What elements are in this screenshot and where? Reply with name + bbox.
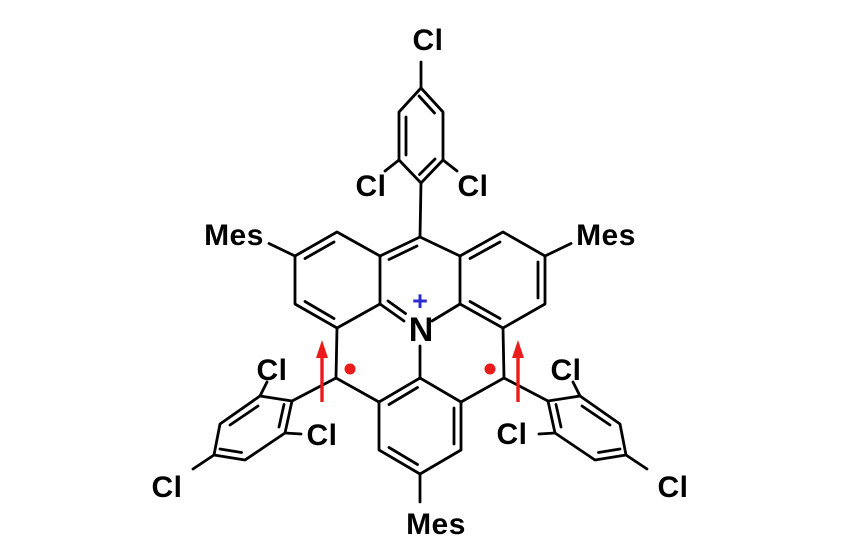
n-c-right-bond [430, 302, 462, 323]
bond-ring-to-radical [334, 326, 339, 380]
ring-outline [377, 376, 463, 476]
double-bond-inner [387, 244, 419, 261]
left-radical-carbon-bonds [290, 326, 381, 404]
core-central-ring [378, 235, 462, 323]
bond-to-core-c9 [418, 181, 423, 239]
bond-to-para-cl [191, 453, 216, 471]
double-bond-inner [387, 446, 419, 466]
cl-label-bl-ortho-top: Cl [257, 354, 288, 387]
cl-label-bl-ortho-inner: Cl [307, 419, 338, 452]
core-right-ring [458, 230, 573, 330]
bond-to-ortho-cl-left [383, 158, 401, 173]
double-bond-inner [468, 240, 502, 260]
bond-radical-to-aryl [502, 376, 550, 403]
radical-dot-left-icon [344, 363, 356, 375]
mes-label-bottom: Mes [406, 508, 466, 536]
bond-to-mes-right [543, 242, 573, 258]
bond-to-para-cl [624, 453, 649, 471]
cl-label-top-ortho-left: Cl [356, 170, 387, 203]
double-bond-inner [554, 403, 563, 429]
c-n-double-bond [378, 302, 406, 323]
bond-radical-to-aryl [290, 376, 338, 403]
double-bond-inner [580, 404, 612, 427]
double-bond-inner [303, 240, 336, 260]
bond-to-mes-left [267, 242, 297, 258]
ring-outline [458, 230, 547, 330]
core-left-ring [267, 230, 382, 330]
bond-to-ortho-cl-inner [283, 431, 303, 436]
double-bond-inner [417, 94, 436, 115]
c9-right-bond [418, 235, 462, 258]
double-bond-inner [218, 447, 243, 454]
bond-to-ortho-cl-inner [537, 431, 557, 436]
atom-labels: Cl Cl Cl Mes Mes Cl Cl Cl Cl Cl Cl Mes N… [152, 24, 689, 536]
cl-label-br-para: Cl [658, 471, 689, 504]
mes-label-right: Mes [576, 219, 636, 252]
mes-label-left: Mes [204, 219, 264, 252]
bond-to-ortho-cl-top [258, 380, 269, 398]
bond-radical-to-bottom-ring [459, 376, 506, 404]
nitrogen-label: N [409, 311, 434, 349]
core-bottom-ring [377, 344, 463, 504]
cl-label-bl-para: Cl [152, 471, 183, 504]
double-bond-inner [597, 447, 622, 454]
bottom-left-trichlorophenyl-ring [191, 380, 303, 471]
double-bond-inner [418, 157, 437, 176]
double-bond-inner [228, 404, 260, 427]
right-radical-carbon-bonds [459, 326, 550, 404]
bond-ring-to-radical [501, 326, 506, 380]
cl-label-top-para: Cl [413, 24, 444, 57]
double-bond-inner [303, 300, 336, 320]
radical-dot-right-icon [484, 363, 496, 375]
top-trichlorophenyl-ring [383, 60, 459, 239]
bond-radical-to-bottom-ring [334, 376, 381, 404]
radical-annotations [316, 340, 524, 402]
double-bond-inner [277, 403, 286, 429]
spin-arrow-right-icon [512, 340, 524, 402]
bond-to-ortho-cl-right [441, 158, 459, 173]
plus-charge-label: + [412, 286, 428, 316]
double-bond-inner [468, 300, 502, 320]
bottom-right-trichlorophenyl-ring [537, 380, 649, 471]
bond-to-ortho-cl-top [571, 380, 582, 398]
c9-c9a-bond [378, 235, 422, 258]
ring-outline [293, 230, 382, 330]
double-bond-inner [387, 386, 419, 406]
cl-label-br-ortho-top: Cl [551, 354, 582, 387]
spin-arrow-left-icon [316, 340, 328, 402]
double-bond-inner [386, 299, 407, 315]
cl-label-top-ortho-right: Cl [458, 170, 489, 203]
cl-label-br-ortho-inner: Cl [497, 418, 528, 451]
